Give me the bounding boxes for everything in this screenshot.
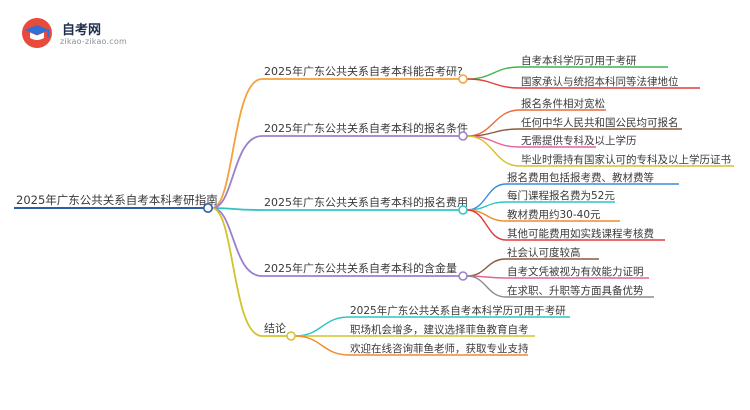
branch-label-1: 2025年广东公共关系自考本科能否考研? — [264, 64, 463, 78]
leaf-connector-4-3 — [466, 275, 507, 298]
leaf-connector-2-4 — [466, 135, 521, 167]
leaf-label-2-4: 毕业时需持有国家认可的专科及以上学历证书 — [521, 153, 731, 166]
leaf-connector-5-1 — [294, 316, 350, 337]
leaf-label-4-3: 在求职、升职等方面具备优势 — [507, 284, 644, 297]
branch-connector-4 — [211, 207, 263, 277]
brand-logo[interactable]: 自考网 zikao-zikao.com — [20, 16, 140, 52]
leaf-connector-3-4 — [466, 209, 507, 241]
branch-label-5: 结论 — [264, 321, 286, 335]
leaf-label-5-1: 2025年广东公共关系自考本科学历可用于考研 — [350, 304, 566, 317]
branch-connector-3 — [211, 207, 263, 211]
branch-label-3: 2025年广东公共关系自考本科的报名费用 — [264, 195, 468, 209]
branch-node-dot-2 — [458, 131, 468, 141]
leaf-label-4-2: 自考文凭被视为有效能力证明 — [507, 265, 644, 278]
branch-connector-1 — [211, 78, 263, 209]
leaf-label-3-2: 每门课程报名费为52元 — [507, 189, 615, 202]
leaf-label-2-1: 报名条件相对宽松 — [521, 97, 605, 110]
mindmap-underlines — [14, 66, 734, 356]
leaf-label-3-1: 报名费用包括报考费、教材费等 — [507, 171, 654, 184]
leaf-connector-1-2 — [466, 78, 521, 89]
mindmap-nodes — [203, 74, 468, 341]
branch-label-4: 2025年广东公共关系自考本科的含金量 — [264, 261, 457, 275]
leaf-label-5-2: 职场机会增多，建议选择菲鱼教育自考 — [350, 323, 529, 336]
leaf-connector-4-1 — [466, 258, 507, 277]
graduation-cap-icon — [22, 18, 52, 48]
leaf-connector-1-1 — [466, 66, 521, 80]
mindmap-labels: 2025年广东公共关系自考本科考研指南 2025年广东公共关系自考本科能否考研? 自… — [16, 54, 731, 355]
leaf-label-1-2: 国家承认与统招本科同等法律地位 — [521, 75, 679, 88]
branch-label-2: 2025年广东公共关系自考本科的报名条件 — [264, 121, 468, 135]
leaf-label-2-2: 任何中华人民共和国公民均可报名 — [521, 116, 679, 129]
leaf-label-5-3: 欢迎在线咨询菲鱼老师，获取专业支持 — [350, 342, 529, 355]
branch-node-dot-3 — [458, 205, 468, 215]
branch-node-dot-4 — [458, 271, 468, 281]
root-node-dot — [203, 203, 214, 214]
leaf-label-3-3: 教材费用约30-40元 — [507, 208, 601, 221]
leaf-label-4-1: 社会认可度较高 — [507, 246, 581, 259]
leaf-connector-5-3 — [294, 335, 350, 356]
leaf-label-1-1: 自考本科学历可用于考研 — [521, 54, 637, 67]
leaf-label-2-3: 无需提供专科及以上学历 — [521, 134, 637, 147]
mindmap-edges — [211, 66, 521, 356]
brand-name: 自考网 — [62, 23, 102, 38]
branch-node-dot-5 — [286, 331, 296, 341]
leaf-label-3-4: 其他可能费用如实践课程考核费 — [507, 227, 654, 240]
branch-connector-2 — [211, 135, 263, 209]
branch-node-dot-1 — [458, 74, 468, 84]
root-topic: 2025年广东公共关系自考本科考研指南 — [16, 193, 218, 207]
brand-url: zikao-zikao.com — [60, 37, 127, 46]
branch-connector-5 — [211, 207, 263, 337]
